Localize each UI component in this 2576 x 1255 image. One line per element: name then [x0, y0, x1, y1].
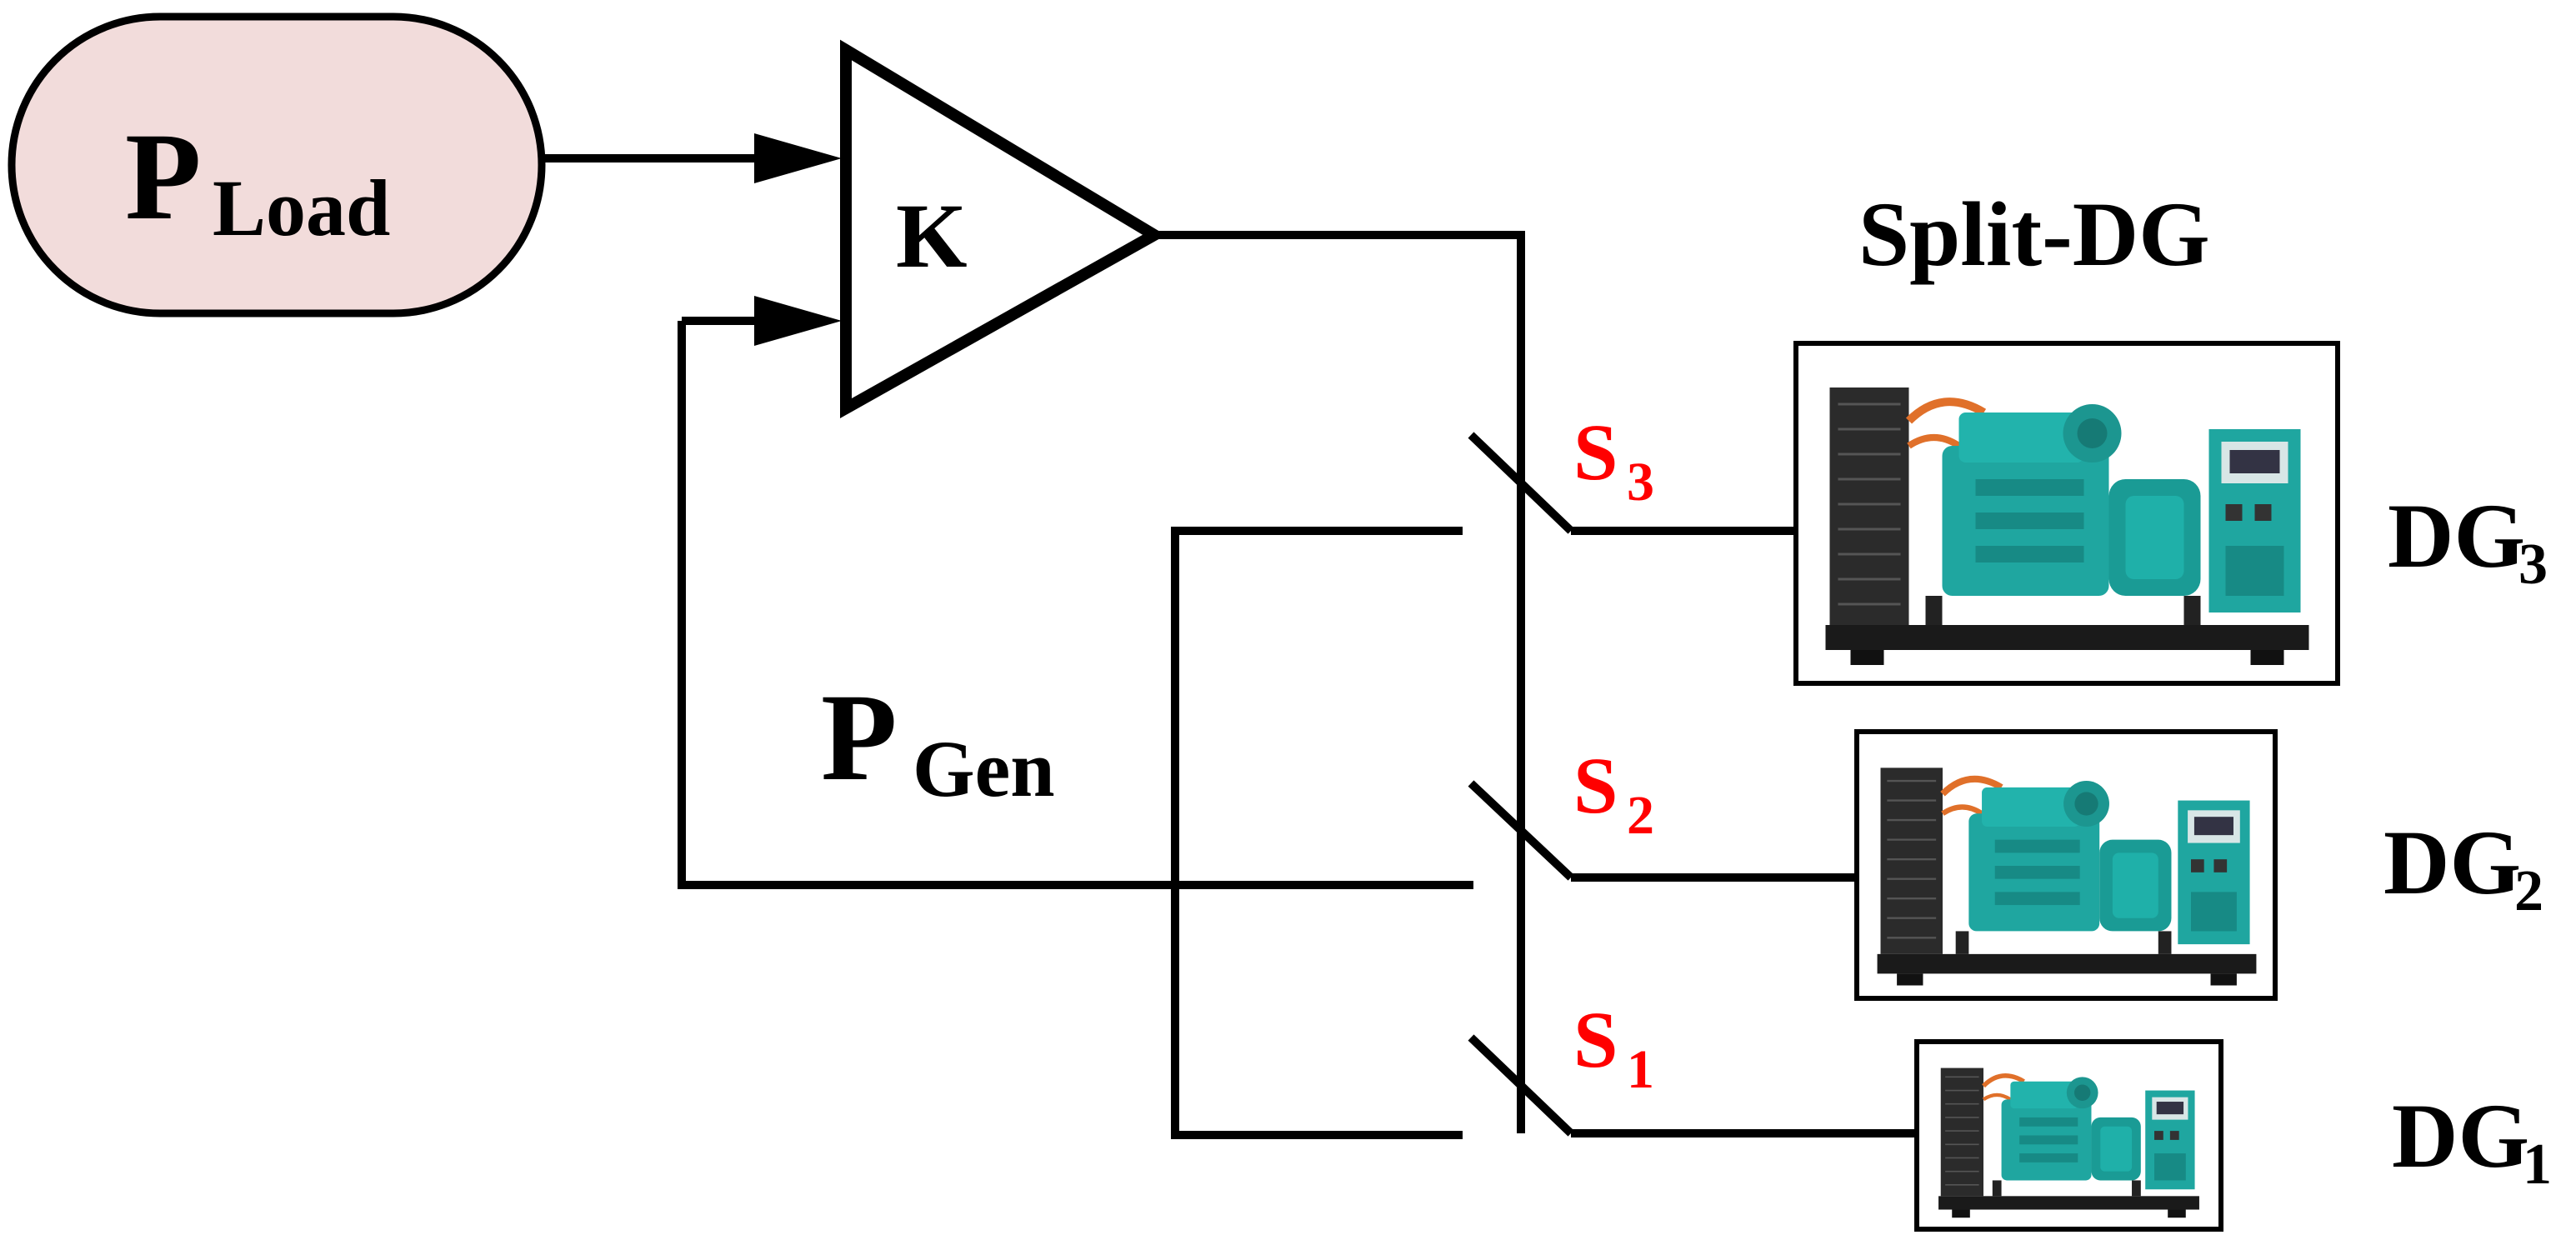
gain-label: K	[896, 185, 968, 287]
load-power-block: P Load	[8, 12, 546, 318]
switch-s3	[1468, 432, 1796, 535]
switch-s3-subscript: 3	[1627, 452, 1654, 512]
load-input-arrowhead	[754, 133, 842, 183]
switch-s3-symbol: S	[1573, 408, 1618, 497]
switch-s1-symbol: S	[1573, 995, 1618, 1084]
feedback-input-arrowhead	[754, 296, 842, 346]
generator-dg2	[1854, 729, 2278, 1001]
load-power-terminator	[8, 12, 546, 318]
feedback-input-connector	[682, 296, 842, 346]
generation-power-symbol: P	[821, 668, 898, 807]
load-to-gain-connector	[543, 133, 842, 183]
generation-power-subscript: Gen	[913, 724, 1055, 813]
switch-s2-symbol: S	[1573, 741, 1618, 830]
switch-s1-subscript: 1	[1627, 1039, 1654, 1100]
split-dg-title: Split-DG	[1858, 183, 2210, 285]
gain-triangle	[840, 39, 1166, 418]
load-power-symbol: P	[125, 108, 202, 246]
generator-dg1	[1914, 1039, 2223, 1232]
generation-bus-wire	[1171, 527, 1463, 1139]
gain-block: K	[840, 39, 1166, 418]
control-bus-wire	[1157, 231, 1525, 1133]
generator-dg3-symbol: DG	[2388, 485, 2525, 587]
generator-dg3	[1793, 341, 2340, 686]
switch-s2	[1468, 780, 1857, 882]
generator-dg3-subscript: 3	[2518, 532, 2548, 597]
load-power-subscript: Load	[213, 163, 390, 252]
feedback-loop-wire	[678, 321, 1473, 889]
switch-s2-subscript: 2	[1627, 785, 1654, 846]
switch-s1	[1468, 1034, 1917, 1138]
generator-dg2-subscript: 2	[2514, 859, 2543, 923]
generator-dg2-symbol: DG	[2383, 812, 2521, 913]
generator-dg1-symbol: DG	[2392, 1085, 2529, 1187]
generator-dg1-subscript: 1	[2523, 1132, 2552, 1197]
